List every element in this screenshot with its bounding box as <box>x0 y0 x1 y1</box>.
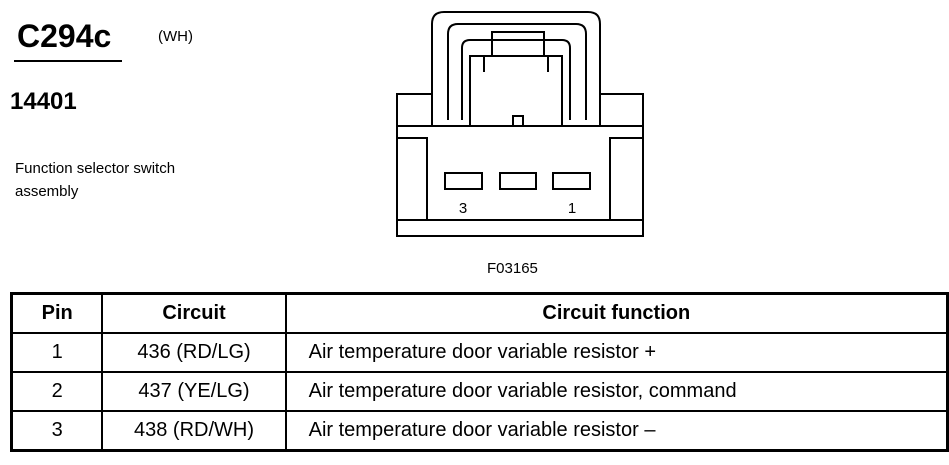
connector-color: (WH) <box>158 28 193 45</box>
figure-id: F03165 <box>487 260 538 277</box>
header-circuit-function: Circuit function <box>284 292 949 334</box>
pin-table: Pin Circuit Circuit function 1 436 (RD/L… <box>10 292 949 452</box>
cell-circuit: 436 (RD/LG) <box>101 332 287 373</box>
latch-tab <box>491 31 545 57</box>
cell-function: Air temperature door variable resistor, … <box>284 371 949 412</box>
component-description: Function selector switch assembly <box>15 160 176 200</box>
cell-function: Air temperature door variable resistor + <box>284 332 949 373</box>
header-pin: Pin <box>10 292 104 334</box>
pin-label-3: 3 <box>459 200 467 217</box>
latch-outer <box>431 11 601 120</box>
polarity-key <box>512 115 524 127</box>
side-tab-left <box>396 137 428 221</box>
connector-id: C294c <box>17 18 112 54</box>
pin-label-1: 1 <box>568 200 576 217</box>
cell-circuit: 438 (RD/WH) <box>101 410 287 452</box>
latch-inner-2 <box>461 39 571 120</box>
pin-cavity-2 <box>499 172 537 190</box>
side-tab-right <box>609 137 644 221</box>
pin-cavity-1 <box>552 172 591 190</box>
cell-function: Air temperature door variable resistor – <box>284 410 949 452</box>
table-header-row: Pin Circuit Circuit function <box>10 292 949 334</box>
table-row: 1 436 (RD/LG) Air temperature door varia… <box>10 332 949 373</box>
cell-pin: 3 <box>10 410 104 452</box>
part-number: 14401 <box>10 88 77 115</box>
cell-pin: 2 <box>10 371 104 412</box>
cell-pin: 1 <box>10 332 104 373</box>
table-row: 3 438 (RD/WH) Air temperature door varia… <box>10 410 949 452</box>
header-circuit: Circuit <box>101 292 287 334</box>
connector-drawing: 3 1 <box>396 11 644 237</box>
cell-circuit: 437 (YE/LG) <box>101 371 287 412</box>
table-row: 2 437 (YE/LG) Air temperature door varia… <box>10 371 949 412</box>
pin-cavity-3 <box>444 172 483 190</box>
connector-id-underline <box>14 60 122 62</box>
latch-inner-1 <box>447 23 587 120</box>
shoulder-right <box>599 93 644 127</box>
shoulder-left <box>396 93 433 127</box>
